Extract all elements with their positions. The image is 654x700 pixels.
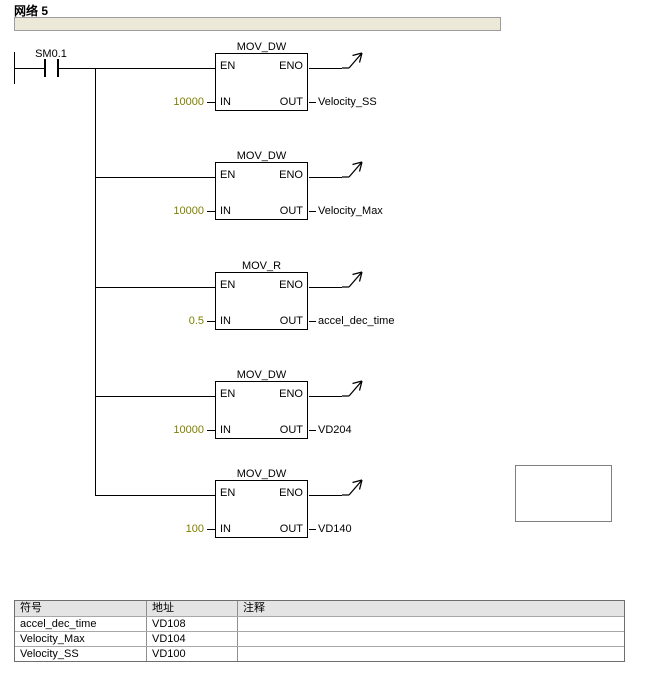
network-comment-bar[interactable]	[14, 17, 501, 31]
in-value[interactable]: 10000	[173, 424, 204, 436]
wire	[309, 396, 342, 397]
comment-cell[interactable]	[238, 632, 624, 646]
empty-box[interactable]	[515, 465, 612, 522]
mov-block: MOV_DW EN ENO IN OUT 10000 VD204	[0, 369, 654, 465]
pin-en-label: EN	[220, 279, 236, 291]
pin-in-label: IN	[220, 205, 231, 217]
address-cell[interactable]: VD104	[147, 632, 238, 646]
pin-out-label: OUT	[279, 205, 303, 217]
wire	[59, 68, 96, 69]
power-rail	[14, 52, 15, 84]
continuation-arrow-icon	[342, 52, 363, 69]
pin-en-label: EN	[220, 60, 236, 72]
contact-icon[interactable]	[44, 59, 46, 77]
pin-eno-label: ENO	[279, 388, 303, 400]
wire	[95, 495, 215, 496]
wire	[309, 495, 342, 496]
out-operand[interactable]: accel_dec_time	[318, 315, 395, 327]
out-operand[interactable]: Velocity_Max	[318, 205, 383, 217]
continuation-arrow-icon	[342, 271, 363, 288]
mov-block-box[interactable]: EN ENO IN OUT	[215, 480, 308, 538]
wire	[309, 177, 342, 178]
wire	[309, 529, 316, 530]
in-value[interactable]: 100	[185, 523, 204, 535]
symbol-table: 符号 地址 注释 accel_dec_time VD108 Velocity_M…	[14, 600, 625, 662]
mov-block-box[interactable]: EN ENO IN OUT	[215, 162, 308, 220]
pin-eno-label: ENO	[279, 60, 303, 72]
out-operand[interactable]: Velocity_SS	[318, 96, 377, 108]
pin-in-label: IN	[220, 523, 231, 535]
wire	[309, 287, 342, 288]
wire	[95, 396, 215, 397]
continuation-arrow-icon	[342, 380, 363, 397]
pin-en-label: EN	[220, 487, 236, 499]
table-row: Velocity_Max VD104	[15, 631, 624, 646]
wire	[207, 102, 215, 103]
contact-operand[interactable]: SM0.1	[35, 48, 67, 60]
mov-block: MOV_DW EN ENO IN OUT 10000 Velocity_Max	[0, 150, 654, 246]
pin-eno-label: ENO	[279, 279, 303, 291]
mov-block-title: MOV_DW	[236, 150, 287, 162]
mov-block-title: MOV_R	[241, 260, 282, 272]
pin-in-label: IN	[220, 315, 231, 327]
symbol-cell[interactable]: Velocity_SS	[15, 647, 147, 661]
branch-wire	[95, 68, 96, 496]
address-cell[interactable]: VD100	[147, 647, 238, 661]
mov-block-box[interactable]: EN ENO IN OUT	[215, 53, 308, 111]
wire	[207, 211, 215, 212]
pin-en-label: EN	[220, 388, 236, 400]
pin-out-label: OUT	[279, 424, 303, 436]
wire	[207, 529, 215, 530]
symbol-table-header: 符号 地址 注释	[15, 601, 624, 616]
wire	[207, 321, 215, 322]
mov-block: MOV_DW EN ENO IN OUT 100 VD140	[0, 468, 654, 564]
table-row: accel_dec_time VD108	[15, 616, 624, 631]
symbol-cell[interactable]: accel_dec_time	[15, 617, 147, 631]
out-operand[interactable]: VD204	[318, 424, 352, 436]
pin-en-label: EN	[220, 169, 236, 181]
address-cell[interactable]: VD108	[147, 617, 238, 631]
col-header-address: 地址	[147, 601, 238, 616]
mov-block-box[interactable]: EN ENO IN OUT	[215, 381, 308, 439]
in-value[interactable]: 10000	[173, 96, 204, 108]
pin-out-label: OUT	[279, 96, 303, 108]
wire	[309, 430, 316, 431]
wire	[309, 211, 316, 212]
symbol-cell[interactable]: Velocity_Max	[15, 632, 147, 646]
col-header-symbol: 符号	[15, 601, 147, 616]
contact-icon[interactable]	[57, 59, 59, 77]
wire	[15, 68, 44, 69]
mov-block-title: MOV_DW	[236, 41, 287, 53]
mov-block-title: MOV_DW	[236, 369, 287, 381]
in-value[interactable]: 0.5	[188, 315, 204, 327]
in-value[interactable]: 10000	[173, 205, 204, 217]
wire	[207, 430, 215, 431]
wire	[95, 177, 215, 178]
network-title: 网络 5	[14, 4, 49, 18]
pin-eno-label: ENO	[279, 487, 303, 499]
wire	[95, 68, 215, 69]
pin-in-label: IN	[220, 424, 231, 436]
pin-eno-label: ENO	[279, 169, 303, 181]
pin-in-label: IN	[220, 96, 231, 108]
mov-block-box[interactable]: EN ENO IN OUT	[215, 272, 308, 330]
wire	[309, 321, 316, 322]
mov-block: MOV_DW EN ENO IN OUT 10000 Velocity_SS	[0, 41, 654, 137]
wire	[309, 68, 342, 69]
pin-out-label: OUT	[279, 523, 303, 535]
table-row: Velocity_SS VD100	[15, 646, 624, 661]
comment-cell[interactable]	[238, 647, 624, 661]
col-header-comment: 注释	[243, 602, 265, 614]
wire	[95, 287, 215, 288]
pin-out-label: OUT	[279, 315, 303, 327]
wire	[309, 102, 316, 103]
continuation-arrow-icon	[342, 479, 363, 496]
comment-cell[interactable]	[238, 617, 624, 631]
out-operand[interactable]: VD140	[318, 523, 352, 535]
mov-block-title: MOV_DW	[236, 468, 287, 480]
continuation-arrow-icon	[342, 161, 363, 178]
mov-block: MOV_R EN ENO IN OUT 0.5 accel_dec_time	[0, 260, 654, 356]
